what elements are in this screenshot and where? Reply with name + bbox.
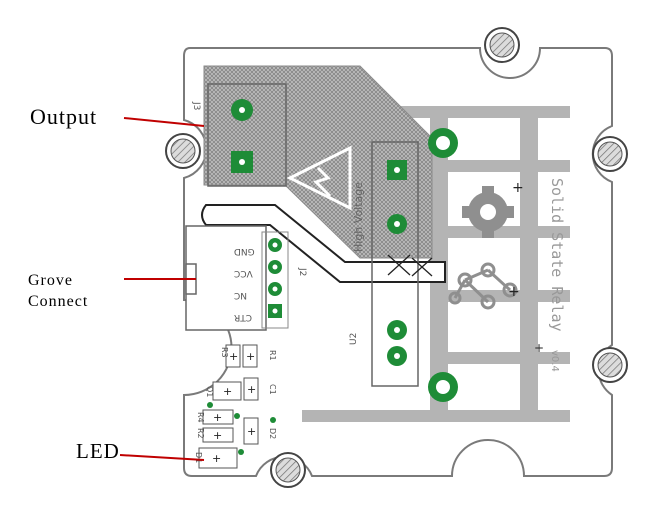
callout-grove-line2: Connect [28, 293, 89, 310]
silk-gnd: GND [234, 246, 255, 256]
smd-markers: ++ ++ ++ ++ [212, 350, 256, 465]
relay-traces [302, 106, 570, 422]
callout-grove-line1: Grove [28, 272, 73, 289]
callout-output-label: Output [30, 104, 98, 129]
svg-text:+: + [246, 350, 255, 363]
output-pointer-line [123, 117, 205, 127]
silk-nc: NC [234, 290, 247, 300]
silk-j3: J3 [191, 101, 201, 110]
svg-text:+: + [512, 180, 524, 196]
silk-version: v0.4 [549, 350, 560, 372]
callout-led-label: LED [76, 439, 120, 463]
open-hardware-logo [448, 262, 518, 310]
silk-product-name: Solid State Relay [548, 178, 566, 332]
silk-d1: D1 [194, 452, 203, 463]
mounting-hole-right-bottom [592, 347, 628, 383]
silk-d2: D2 [268, 428, 277, 439]
svg-text:+: + [247, 425, 256, 438]
seeed-gear-logo [462, 186, 514, 238]
callout-grove-connect-label: Grove Connect [28, 270, 88, 312]
silk-vcc: VCC [234, 268, 253, 278]
svg-text:+: + [247, 383, 256, 396]
warning-triangle [286, 145, 352, 211]
svg-text:+: + [229, 350, 238, 363]
svg-text:+: + [212, 452, 221, 465]
high-voltage-pour [203, 65, 433, 259]
svg-text:+: + [213, 411, 222, 424]
silk-j2: J2 [297, 267, 307, 276]
svg-text:+: + [508, 284, 520, 300]
mounting-hole-top-right [484, 27, 520, 63]
silk-u2: U2 [349, 333, 359, 345]
j2-pin-outline [261, 231, 289, 329]
silk-q1: Q1 [205, 386, 214, 397]
silk-ctr: CTR [234, 312, 252, 322]
silk-r1: R1 [268, 350, 277, 361]
led-pointer-line [119, 454, 205, 461]
svg-text:+: + [223, 385, 232, 398]
j3-connector-outline [207, 83, 287, 187]
mounting-hole-bottom [270, 452, 306, 488]
grove-connector-housing [185, 225, 267, 331]
silk-r4: R4 [196, 412, 205, 423]
silk-c1: C1 [268, 384, 277, 395]
smd-silkscreen: R3 R1 Q1 C1 R2 R4 D2 D1 [194, 347, 277, 463]
svg-text:+: + [213, 429, 222, 442]
silk-high-voltage: High Voltage [352, 182, 365, 252]
smd-green-dots [207, 402, 276, 455]
mounting-hole-right-top [592, 136, 628, 172]
svg-text:+: + [534, 341, 544, 355]
mounting-hole-left [165, 133, 201, 169]
silk-r3: R3 [220, 347, 229, 358]
silk-r2: R2 [196, 428, 205, 439]
smd-components [198, 344, 259, 469]
